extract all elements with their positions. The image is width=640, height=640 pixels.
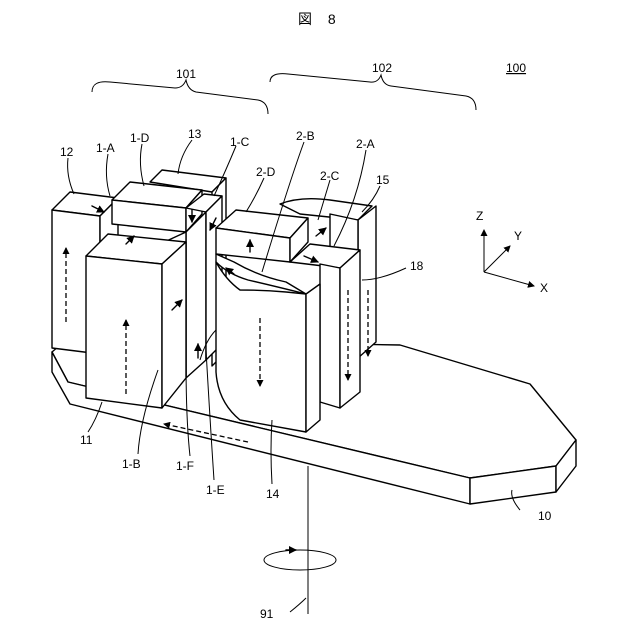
bracket-101 — [92, 80, 268, 114]
figure-title: 図 8 — [298, 11, 342, 27]
magnet-11 — [86, 234, 186, 408]
label-11: 11 — [80, 433, 93, 447]
rotation-arrow — [264, 550, 336, 570]
label-1F: 1-F — [176, 459, 194, 473]
label-1C: 1-C — [230, 135, 250, 149]
label-91: 91 — [260, 607, 274, 621]
label-2A: 2-A — [356, 137, 375, 151]
label-2B: 2-B — [296, 129, 315, 143]
label-12: 12 — [60, 145, 74, 159]
magnet-14 — [216, 254, 320, 432]
label-2D: 2-D — [256, 165, 276, 179]
label-1D: 1-D — [130, 131, 150, 145]
label-1B: 1-B — [122, 457, 141, 471]
magnet-2D — [216, 210, 308, 262]
label-1A: 1-A — [96, 141, 115, 155]
label-18: 18 — [410, 259, 424, 273]
label-100: 100 — [506, 61, 526, 75]
label-2C: 2-C — [320, 169, 340, 183]
axis-triad — [484, 230, 534, 286]
axis-z-label: Z — [476, 209, 483, 223]
label-13: 13 — [188, 127, 202, 141]
axis-x-label: X — [540, 281, 548, 295]
label-14: 14 — [266, 487, 280, 501]
bracket-102 — [270, 74, 476, 110]
label-101: 101 — [176, 67, 196, 81]
axis-y-label: Y — [514, 229, 522, 243]
label-15: 15 — [376, 173, 390, 187]
label-10: 10 — [538, 509, 552, 523]
arrow-2C — [316, 228, 326, 236]
label-1E: 1-E — [206, 483, 225, 497]
label-102: 102 — [372, 61, 392, 75]
